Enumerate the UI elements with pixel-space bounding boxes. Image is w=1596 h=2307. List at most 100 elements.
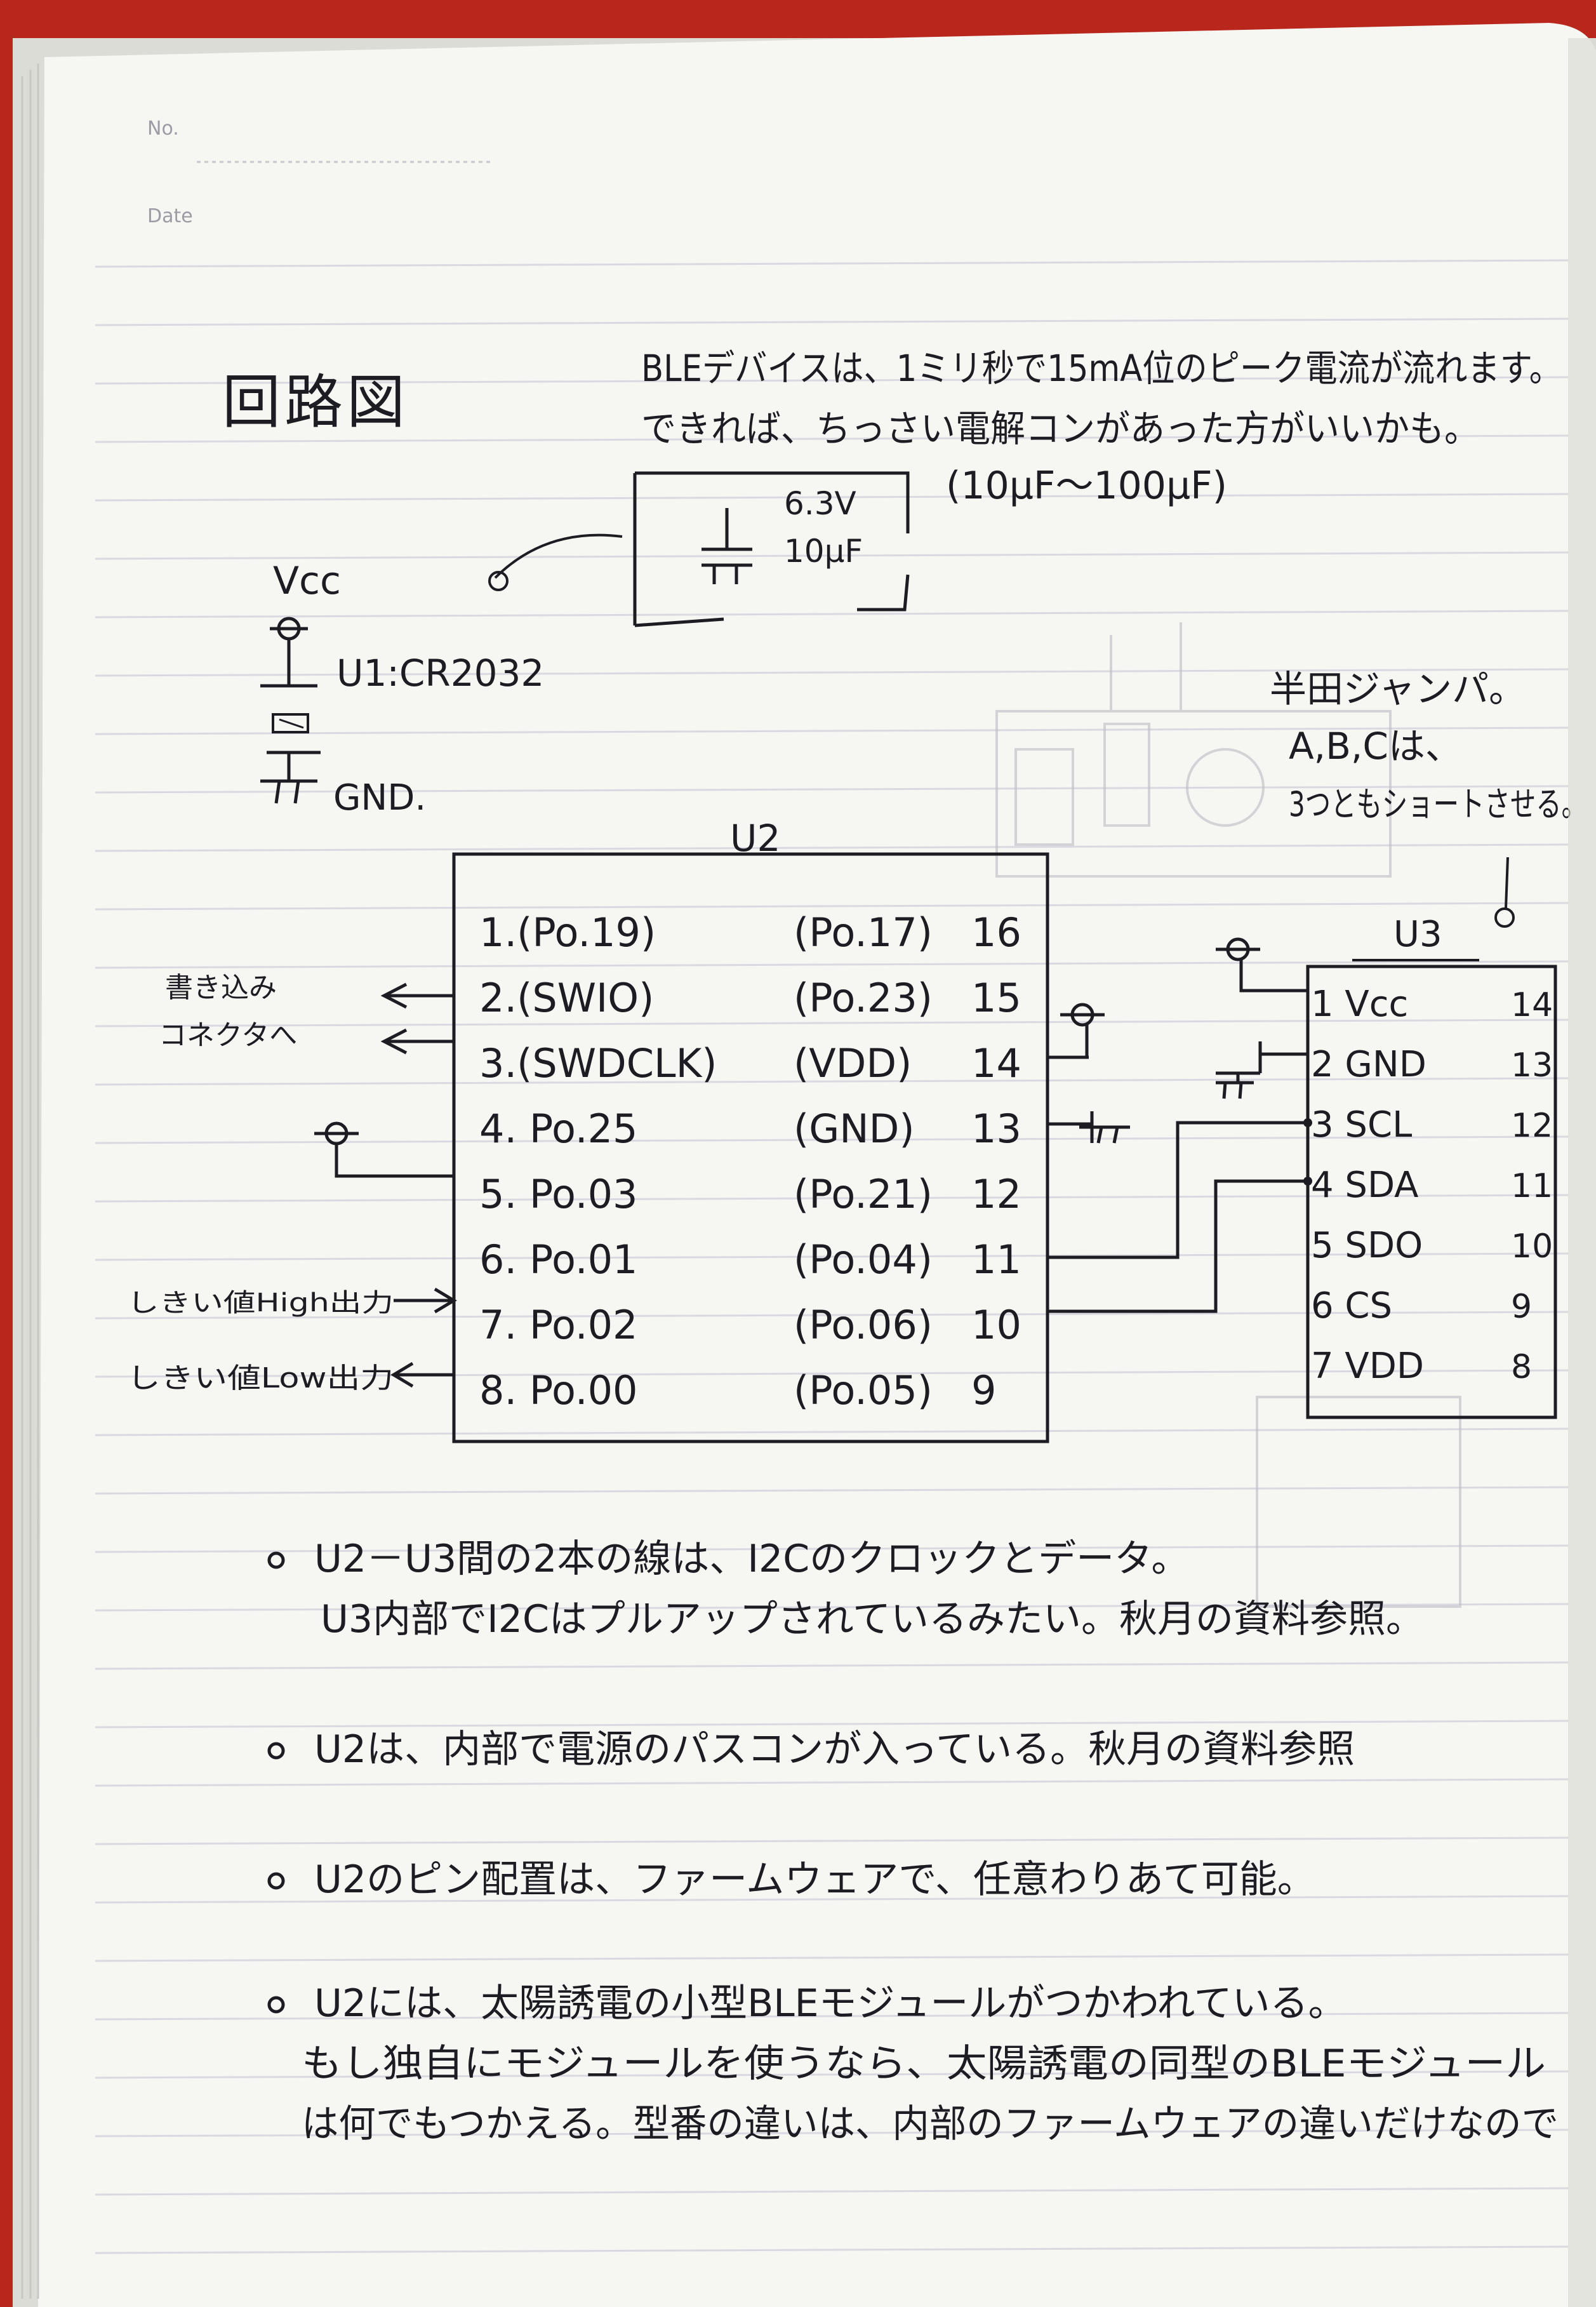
- jumper-note-line1: 半田ジャンパ。: [1270, 667, 1526, 711]
- u3-left-pin: 2 GND: [1311, 1044, 1426, 1085]
- ruled-line: [95, 1953, 1569, 1962]
- u2-left-pin: 8. Po.00: [479, 1367, 637, 1414]
- u2-left-pin: 6. Po.01: [479, 1236, 637, 1283]
- bullet-dot: [267, 1996, 285, 2014]
- u2-u3-wiring: [1047, 937, 1308, 1313]
- u2-left-pin: 4. Po.25: [479, 1106, 637, 1152]
- bullet-text: もし独自にモジュールを使うなら、太陽誘電の同型のBLEモジュール: [302, 2042, 1546, 2086]
- bullet-text: U3内部でI2Cはプルアップされているみたい。秋月の資料参照。: [321, 1597, 1424, 1642]
- u2-right-pin-number: 10: [971, 1302, 1021, 1348]
- u2-right-pin-number: 9: [971, 1367, 996, 1414]
- page-shadow: [1568, 38, 1596, 2307]
- u2-box: [452, 852, 1049, 1443]
- ruled-line: [95, 610, 1569, 619]
- u3-left-pin: 6 CS: [1311, 1285, 1392, 1327]
- u2-right-pin-number: 14: [971, 1040, 1021, 1087]
- u2-right-pin-number: 12: [971, 1171, 1021, 1217]
- ruled-line: [95, 2129, 1569, 2137]
- u2-right-pin-number: 11: [971, 1236, 1021, 1283]
- ruled-line: [95, 1077, 1569, 1086]
- u3-box: [1306, 965, 1557, 1419]
- bleed-through: [995, 622, 1461, 1608]
- ruled-line: [95, 1019, 1569, 1027]
- ruled-line: [95, 960, 1569, 969]
- bullet-text: U2－U3間の2本の線は、I2Cのクロックとデータ。: [314, 1537, 1189, 1581]
- ruled-line: [95, 1720, 1569, 1729]
- page-edges: [21, 64, 39, 2299]
- bullet-text: U2には、太陽誘電の小型BLEモジュールがつかわれている。: [314, 1981, 1347, 2026]
- bullet-text: U2は、内部で電源のパスコンが入っている。秋月の資料参照: [314, 1727, 1355, 1772]
- u2-right-pin-name: (Po.21): [794, 1171, 933, 1217]
- u2-right-pin-name: (GND): [794, 1106, 915, 1152]
- pin5-vcc-wire: [314, 1121, 454, 1178]
- jumper-note-line3: 3つともショートさせる。: [1289, 784, 1587, 824]
- note-top-line1: BLEデバイスは、1ミリ秒で15mA位のピーク電流が流れます。: [641, 347, 1562, 390]
- ruled-line: [95, 1778, 1569, 1787]
- ruled-line: [95, 2012, 1569, 2021]
- ruled-line: [95, 1252, 1569, 1261]
- ruled-line: [95, 668, 1569, 677]
- bullet-dot: [267, 1872, 285, 1890]
- ruled-line: [95, 726, 1569, 735]
- ruled-line: [95, 1544, 1569, 1553]
- u3-right-pin-number: 8: [1511, 1348, 1532, 1386]
- out-low-note: しきい値Low出力: [127, 1362, 394, 1394]
- out-high-note: しきい値High出力: [127, 1288, 394, 1318]
- ruled-line: [95, 376, 1569, 385]
- swd-arrows: [380, 982, 454, 1055]
- u2-left-pin: 2.(SWIO): [479, 975, 654, 1021]
- u2-right-pin-name: (Po.17): [794, 909, 933, 956]
- u2-right-pin-name: (Po.06): [794, 1302, 933, 1348]
- u3-right-pin-number: 14: [1511, 986, 1553, 1024]
- u3-left-pin: 1 Vcc: [1311, 984, 1408, 1025]
- bullet-text: は何でもつかえる。型番の違いは、内部のファームウェアの違いだけなので: [302, 2102, 1559, 2146]
- u3-right-pin-number: 10: [1511, 1227, 1553, 1266]
- note-top-line2: できれば、ちっさい電解コンがあった方がいいかも。: [641, 407, 1479, 450]
- u3-label: U3: [1393, 914, 1442, 955]
- ruled-line: [95, 493, 1569, 502]
- output-arrows: [390, 1287, 457, 1388]
- u3-left-pin: 3 SCL: [1311, 1104, 1412, 1146]
- bullet-notes: U2－U3間の2本の線は、I2Cのクロックとデータ。 U3内部でI2Cはプルアップ…: [267, 1537, 1559, 2146]
- u2-left-pin: 7. Po.02: [479, 1302, 637, 1348]
- ruled-line: [95, 785, 1569, 794]
- u2-left-pin: 1.(Po.19): [479, 909, 656, 956]
- u3-left-pin: 5 SDO: [1311, 1225, 1423, 1266]
- u2-right-pin-number: 13: [971, 1106, 1021, 1152]
- ruled-line: [95, 1836, 1569, 1845]
- ruled-line: [95, 902, 1569, 911]
- ruled-line: [95, 1661, 1569, 1670]
- ruled-line: [95, 1369, 1569, 1378]
- ruled-line: [95, 1895, 1569, 1904]
- ruled-line: [95, 259, 1569, 268]
- u2-right-pin-number: 16: [971, 909, 1021, 956]
- battery-name: U1:CR2032: [336, 652, 544, 695]
- ruled-line: [95, 2070, 1569, 2079]
- page-title: 回路図: [222, 368, 409, 436]
- battery-gnd: GND.: [333, 777, 426, 819]
- u2-right-pin-name: (VDD): [794, 1040, 912, 1087]
- u2-right-pin-name: (Po.05): [794, 1367, 933, 1414]
- capacitor-leader-dot: [488, 571, 509, 591]
- ruled-line: [95, 2187, 1569, 2196]
- u3-right-pin-number: 9: [1511, 1288, 1532, 1326]
- ruled-line: [95, 2245, 1569, 2254]
- capacitor-voltage: 6.3V: [784, 485, 856, 522]
- notebook-page: [38, 23, 1596, 2307]
- u3-right-pin-number: 13: [1511, 1047, 1553, 1085]
- capacitor-capacitance: 10μF: [784, 533, 863, 570]
- swd-note-line2: コネクタへ: [159, 1019, 297, 1052]
- bullet-dot: [267, 1551, 285, 1569]
- ruled-line: [95, 551, 1569, 560]
- date-label: Date: [147, 205, 193, 227]
- u2-left-pin: 5. Po.03: [479, 1171, 637, 1217]
- battery-vcc: Vcc: [273, 559, 341, 603]
- battery-symbol: [260, 617, 321, 804]
- jumper-pointer: [1494, 857, 1515, 928]
- ruled-line: [95, 1603, 1569, 1612]
- swd-note-line1: 書き込み: [165, 972, 277, 1004]
- bullet-text: U2のピン配置は、ファームウェアで、任意わりあて可能。: [314, 1857, 1315, 1902]
- u3-right-pin-number: 12: [1511, 1107, 1553, 1145]
- no-label: No.: [147, 117, 179, 140]
